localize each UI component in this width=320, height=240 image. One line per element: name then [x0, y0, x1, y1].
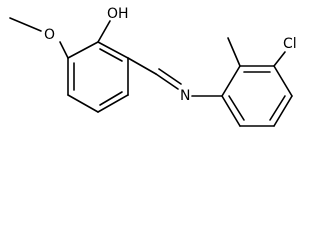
bond-c-oh	[97, 20, 111, 43]
imine-nitrogen-label: N	[180, 88, 190, 104]
hydroxyl-label: OH	[107, 6, 129, 22]
bond-ring1-a	[67, 41, 99, 59]
chlorine-label: Cl	[283, 36, 297, 52]
bond-ring1-double-2	[99, 91, 123, 106]
bond-ring-cl	[273, 51, 286, 67]
bond-ring2-f	[221, 95, 241, 127]
bond-ring-methyl	[227, 37, 241, 67]
bond-ring1-d	[97, 94, 129, 113]
bond-o-methyl	[9, 17, 42, 32]
bond-ring2-c	[273, 65, 293, 97]
bond-ring2-a	[221, 65, 241, 97]
bond-ch-n-b	[158, 68, 182, 85]
bond-ring1-double-3	[99, 48, 123, 62]
chemical-structure: OH O N Cl	[9, 6, 297, 127]
bond-ring2-d	[273, 95, 293, 127]
bond-ring1-f	[97, 41, 129, 59]
methoxy-oxygen-label: O	[44, 27, 55, 43]
bond-c-o-methoxy	[59, 41, 69, 59]
bond-ring-ch	[127, 57, 157, 75]
phenol-ring	[67, 41, 129, 113]
bond-ring1-c	[67, 94, 99, 113]
bond-ring2-double-2	[269, 95, 286, 121]
bond-ch-n-a	[155, 73, 179, 90]
bond-ring2-double-3	[228, 95, 245, 121]
chlorophenyl-ring	[221, 65, 293, 127]
